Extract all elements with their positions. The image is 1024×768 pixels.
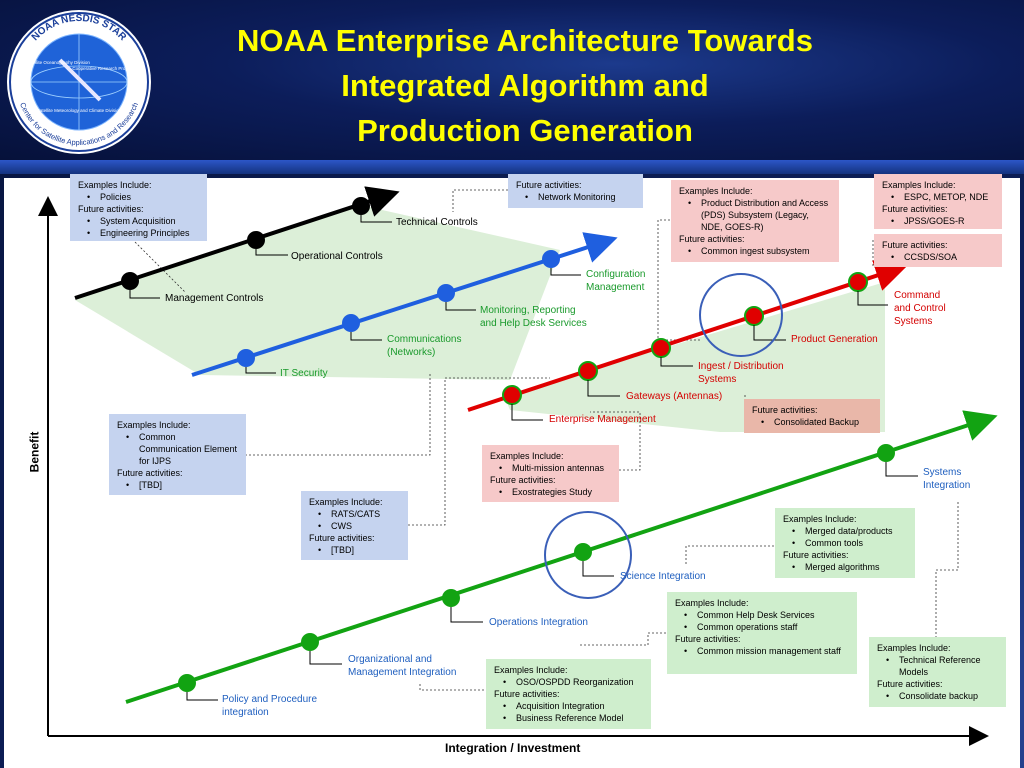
- callout-rats: Examples Include: RATS/CATSCWS Future ac…: [301, 491, 408, 560]
- callout-management: Examples Include: Policies Future activi…: [70, 174, 207, 241]
- node-science: [574, 543, 592, 561]
- label-product-generation: Product Generation: [791, 334, 878, 345]
- label-operational-controls: Operational Controls: [291, 251, 383, 262]
- callout-communications: Examples Include: Common Communication E…: [109, 414, 246, 495]
- callout-connectors: [134, 189, 959, 691]
- shaded-region-controls: [75, 205, 560, 380]
- node-gateways: [578, 361, 598, 381]
- callout-antennas: Examples Include: Multi-mission antennas…: [482, 445, 619, 502]
- node-configuration: [542, 250, 560, 268]
- label-operations-integration: Operations Integration: [489, 617, 588, 628]
- callout-ccsds: Future activities: CCSDS/SOA: [874, 234, 1002, 267]
- node-command: [848, 272, 868, 292]
- node-policy: [178, 674, 196, 692]
- x-axis-label: Integration / Investment: [445, 741, 581, 755]
- label-gateways: Gateways (Antennas): [626, 391, 723, 402]
- node-enterprise: [502, 385, 522, 405]
- callout-oso-ospdd: Examples Include: OSO/OSPDD Reorganizati…: [486, 659, 651, 729]
- node-management: [121, 272, 139, 290]
- label-technical-controls: Technical Controls: [396, 217, 478, 228]
- label-communications: Communications(Networks): [387, 334, 462, 358]
- callout-network-monitoring: Future activities: Network Monitoring: [508, 174, 643, 208]
- node-it-security: [237, 349, 255, 367]
- svg-text:Cooperative Research Program: Cooperative Research Program: [72, 66, 136, 71]
- page-title: NOAA Enterprise Architecture Towards Int…: [237, 23, 813, 148]
- callout-help-desk: Examples Include: Common Help Desk Servi…: [667, 592, 857, 674]
- callout-merged-data: Examples Include: Merged data/productsCo…: [775, 508, 915, 578]
- title-banner: NOAA Enterprise Architecture Towards Int…: [0, 0, 1024, 160]
- production-line: [467, 260, 908, 412]
- node-monitoring: [437, 284, 455, 302]
- node-organizational: [301, 633, 319, 651]
- label-management-controls: Management Controls: [165, 293, 264, 304]
- integration-line: [125, 410, 998, 704]
- node-systems: [877, 444, 895, 462]
- svg-text:Satellite Oceanography Divisio: Satellite Oceanography Division: [26, 60, 90, 65]
- node-product: [744, 306, 764, 326]
- label-enterprise-management: Enterprise Management: [549, 414, 656, 425]
- label-science-integration: Science Integration: [620, 571, 706, 582]
- y-axis-label: Benefit: [27, 431, 42, 473]
- infrastructure-line: [191, 232, 618, 377]
- node-communications: [342, 314, 360, 332]
- callout-consolidated-backup: Future activities: Consolidated Backup: [744, 399, 880, 433]
- shaded-region-production: [505, 282, 885, 432]
- node-technical: [352, 197, 370, 215]
- highlight-ring-science: [544, 511, 632, 599]
- node-operations: [442, 589, 460, 607]
- label-it-security: IT Security: [280, 368, 328, 379]
- callout-espc: Examples Include: ESPC, METOP, NDE Futur…: [874, 174, 1002, 229]
- node-ingest: [651, 338, 671, 358]
- header-stripe: [0, 160, 1024, 174]
- callout-pds: Examples Include: Product Distribution a…: [671, 180, 839, 262]
- highlight-ring-product: [699, 273, 783, 357]
- node-operational: [247, 231, 265, 249]
- callout-technical-reference: Examples Include: Technical Reference Mo…: [869, 637, 1006, 707]
- noaa-star-logo: NOAA NESDIS STAR Center for Satellite Ap…: [7, 10, 151, 154]
- svg-text:Satellite Meteorology and Clim: Satellite Meteorology and Climate Divisi…: [37, 108, 122, 113]
